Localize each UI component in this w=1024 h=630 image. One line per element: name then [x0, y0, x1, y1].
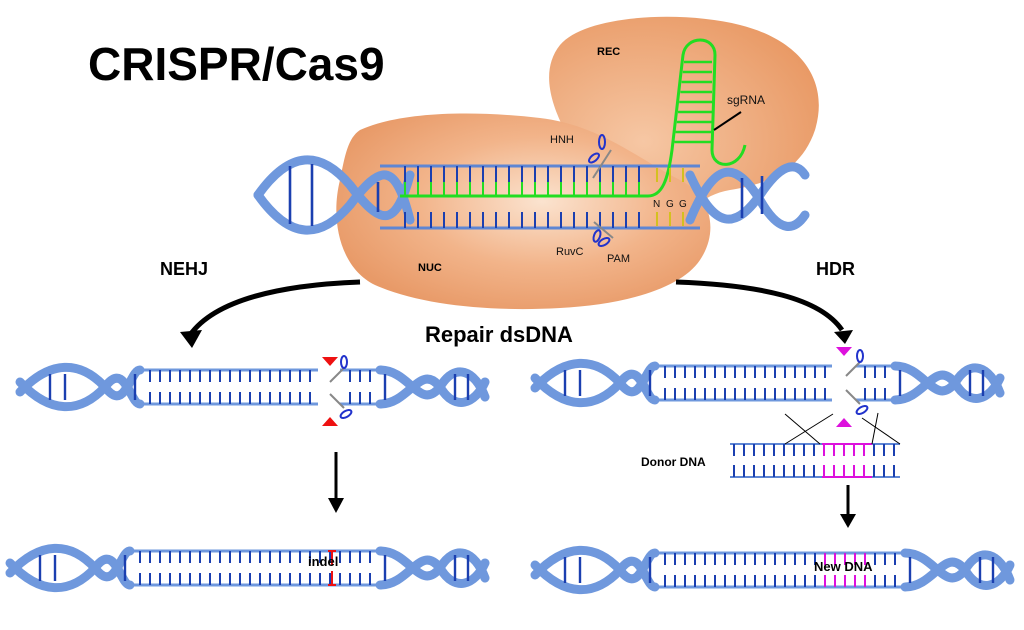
nhej-cut-marker-top — [322, 357, 338, 366]
nuc-lobe — [336, 113, 711, 310]
target-dna — [253, 155, 810, 235]
hdr-down-arrow — [840, 485, 856, 528]
hdr-cut-marker-top — [836, 347, 852, 356]
hdr-cut-marker-bottom — [836, 418, 852, 427]
pam-site: N G G PAM — [607, 168, 687, 265]
pam-label: PAM — [607, 253, 630, 265]
new-dna-label: New DNA — [814, 559, 873, 574]
nhej-down-arrow — [328, 452, 344, 513]
nuc-label: NUC — [418, 262, 442, 274]
hdr-result-dna — [530, 545, 1015, 595]
hdr-arrow — [675, 279, 845, 332]
hnh-scissors-icon — [588, 134, 612, 179]
hdr-cut-dna — [530, 349, 1005, 415]
sgrna-label: sgRNA — [727, 93, 765, 107]
nhej-cut-dna — [15, 355, 490, 419]
repair-label: Repair dsDNA — [425, 322, 573, 347]
donor-dna: Donor DNA — [641, 412, 901, 478]
indel-label: indel — [308, 554, 338, 569]
hnh-label: HNH — [550, 134, 574, 146]
ruvc-label: RuvC — [556, 246, 584, 258]
ruvc-scissors-icon — [592, 221, 614, 247]
nhej-label: NEHJ — [160, 259, 208, 279]
sgrna: sgRNA — [400, 38, 765, 198]
nhej-result-dna — [5, 543, 490, 593]
donor-label: Donor DNA — [641, 455, 706, 469]
cas9-protein: REC NUC — [336, 16, 819, 310]
pam-n: N — [653, 199, 660, 210]
pam-g1: G — [666, 199, 674, 210]
diagram-title: CRISPR/Cas9 — [88, 38, 385, 90]
nhej-arrow — [187, 279, 361, 337]
nhej-cut-marker-bottom — [322, 417, 338, 426]
hdr-label: HDR — [816, 259, 855, 279]
pam-g2: G — [679, 199, 687, 210]
rec-label: REC — [597, 46, 620, 58]
